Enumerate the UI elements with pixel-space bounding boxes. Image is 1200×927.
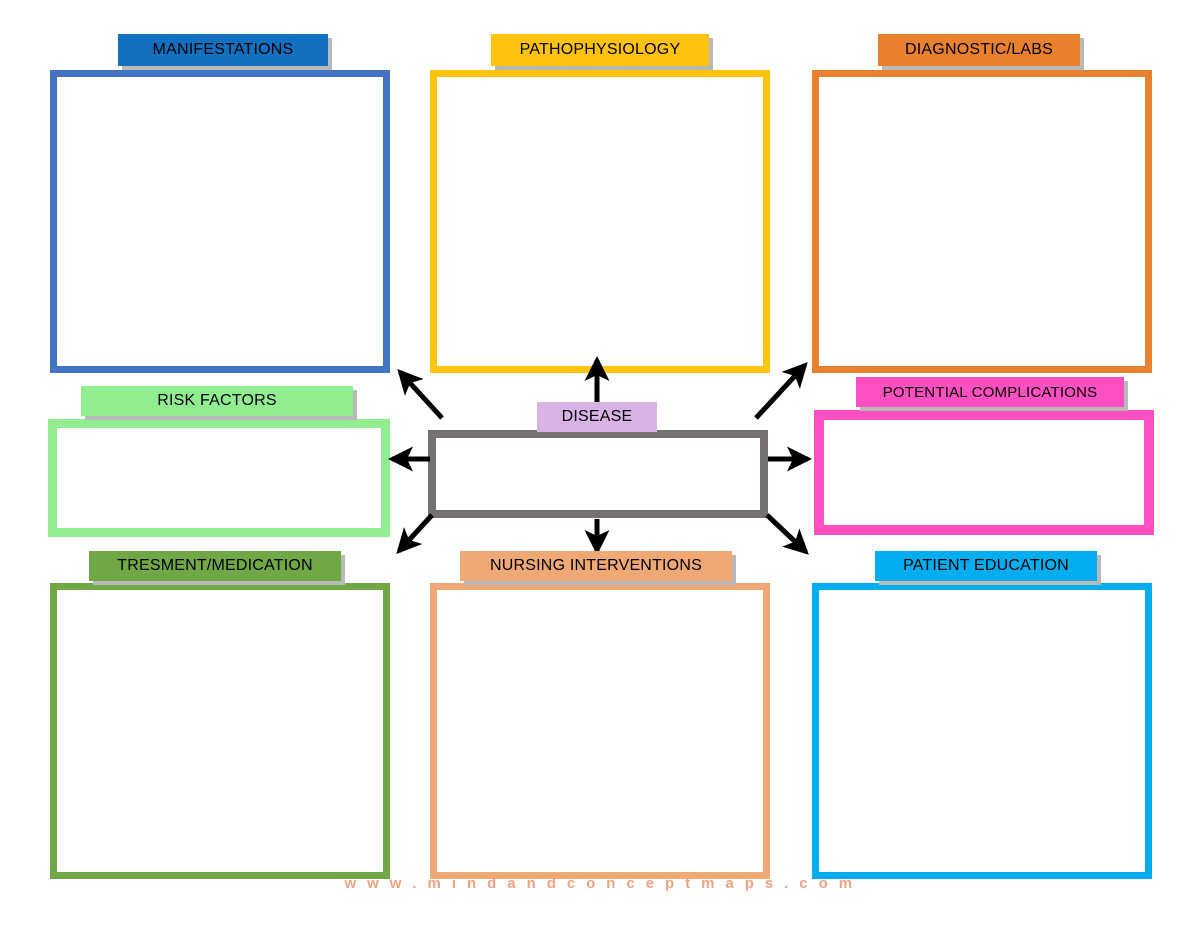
arrow-to-manifestations (397, 369, 444, 420)
header-patient-education[interactable]: PATIENT EDUCATION (875, 551, 1097, 581)
node-nursing-interventions[interactable] (430, 583, 774, 883)
arrow-to-patient-education (765, 513, 809, 555)
potential-complications-content-box[interactable] (814, 410, 1154, 535)
node-disease[interactable] (428, 430, 768, 518)
header-pathophysiology[interactable]: PATHOPHYSIOLOGY (491, 34, 709, 66)
header-manifestations[interactable]: MANIFESTATIONS (118, 34, 328, 66)
site-watermark: w w w . m i n d a n d c o n c e p t m a … (344, 875, 856, 892)
diagnostic-labs-content-box[interactable] (812, 70, 1152, 373)
header-disease[interactable]: DISEASE (537, 402, 657, 432)
pathophysiology-content-box[interactable] (430, 70, 770, 373)
risk-factors-content-box[interactable] (48, 419, 390, 537)
header-risk-factors[interactable]: RISK FACTORS (81, 386, 353, 416)
node-tresment-medication[interactable] (50, 583, 394, 883)
disease-content-box[interactable] (428, 430, 768, 518)
node-diagnostic-labs[interactable] (812, 70, 1156, 377)
node-pathophysiology[interactable] (430, 70, 774, 377)
arrow-to-tresment-medication (396, 513, 434, 554)
node-manifestations[interactable] (50, 70, 394, 377)
nursing-interventions-content-box[interactable] (430, 583, 770, 879)
patient-education-content-box[interactable] (812, 583, 1152, 879)
node-risk-factors[interactable] (48, 419, 394, 541)
tresment-medication-content-box[interactable] (50, 583, 390, 879)
header-potential-complications[interactable]: POTENTIAL COMPLICATIONS (856, 377, 1124, 407)
manifestations-content-box[interactable] (50, 70, 390, 373)
node-patient-education[interactable] (812, 583, 1156, 883)
header-nursing-interventions[interactable]: NURSING INTERVENTIONS (460, 551, 732, 581)
node-potential-complications[interactable] (814, 410, 1158, 539)
header-diagnostic-labs[interactable]: DIAGNOSTIC/LABS (878, 34, 1080, 66)
header-tresment-medication[interactable]: TRESMENT/MEDICATION (89, 551, 341, 581)
